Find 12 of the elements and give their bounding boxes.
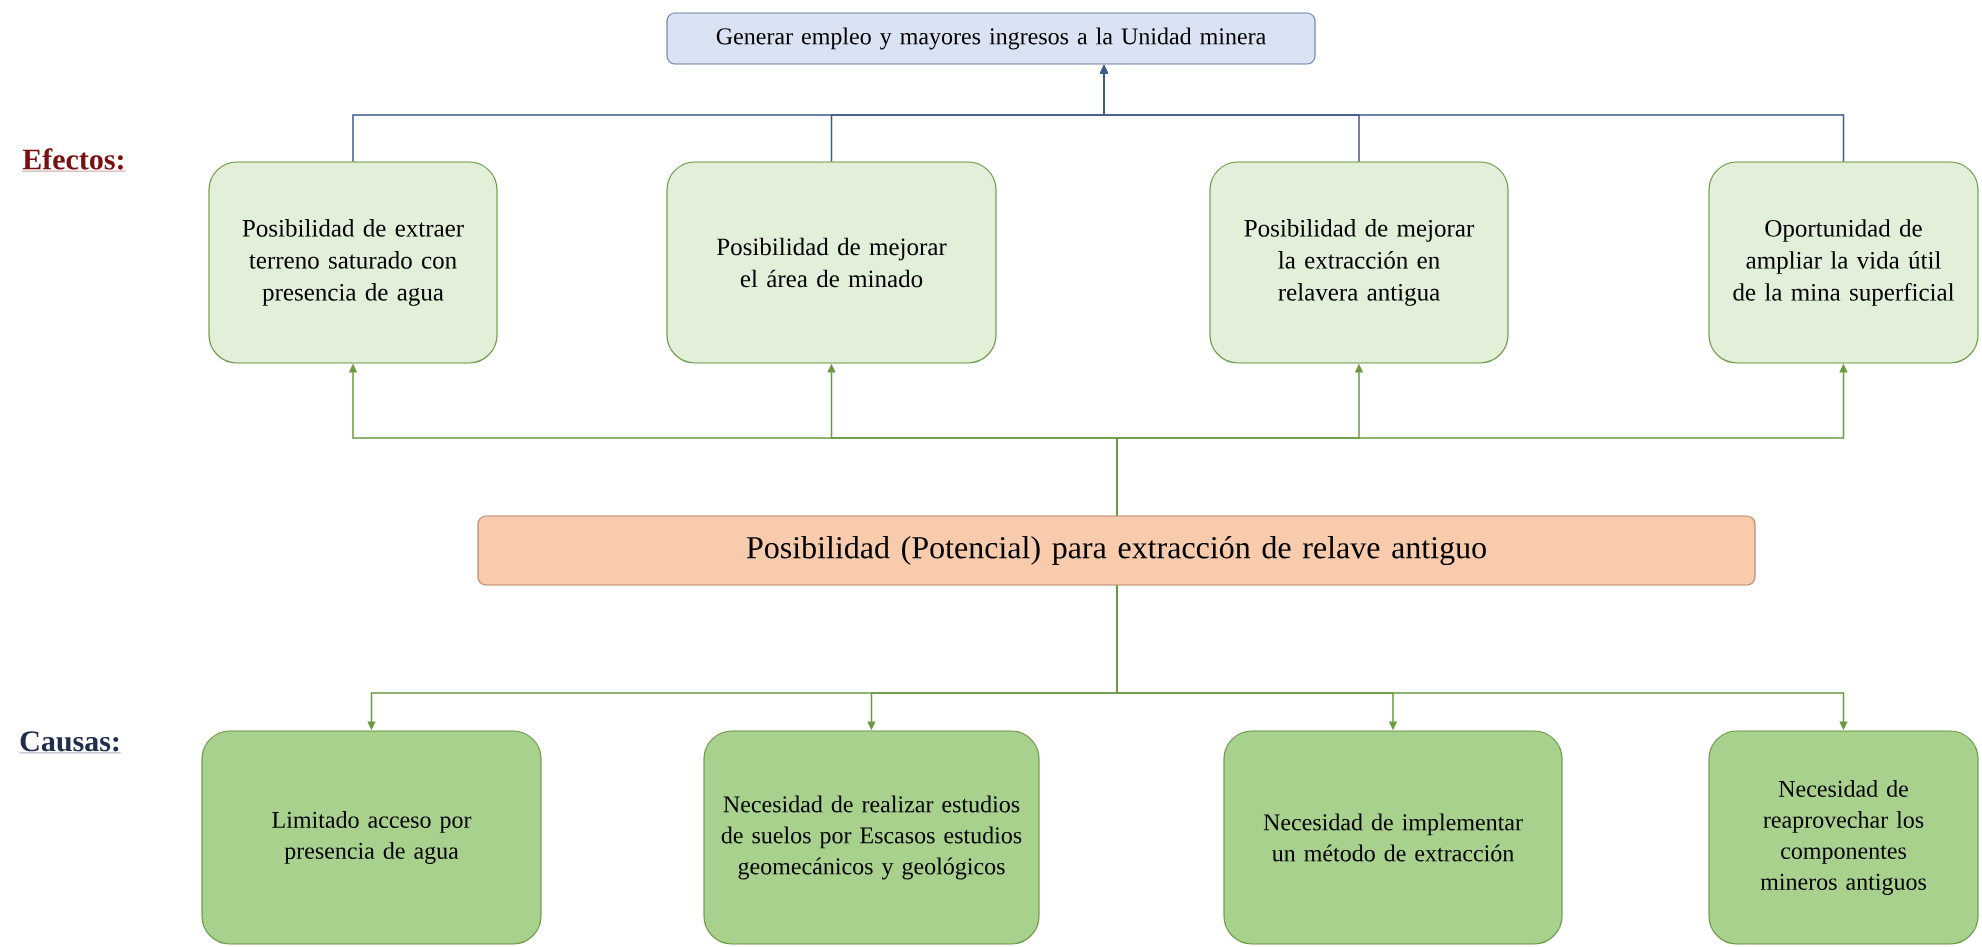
goal-box: Generar empleo y mayores ingresos a la Unidad minera [666,12,1316,65]
cause-box: Necesidad de realizar estudios de suelos por Escasos estudios geomecánicos y geológicos [703,730,1040,945]
section-heading: Causas: [19,731,122,754]
problem-box: Posibilidad (Potencial) para extracción de relave antiguo [477,515,1756,586]
effect-box: Posibilidad de extraer terreno saturado con presencia de agua [208,161,498,364]
cause-box: Necesidad de reaprovechar los componentes mineros antiguos [1708,730,1979,945]
section-heading: Efectos: [22,148,126,172]
effect-box: Posibilidad de mejorar el área de minado [666,161,997,364]
cause-box: Necesidad de implementar un método de extracción [1223,730,1563,945]
effect-box: Oportunidad de ampliar la vida útil de la mina superficial [1708,161,1979,364]
effect-box: Posibilidad de mejorar la extracción en relavera antigua [1209,161,1509,364]
cause-box: Limitado acceso por presencia de agua [201,730,542,945]
